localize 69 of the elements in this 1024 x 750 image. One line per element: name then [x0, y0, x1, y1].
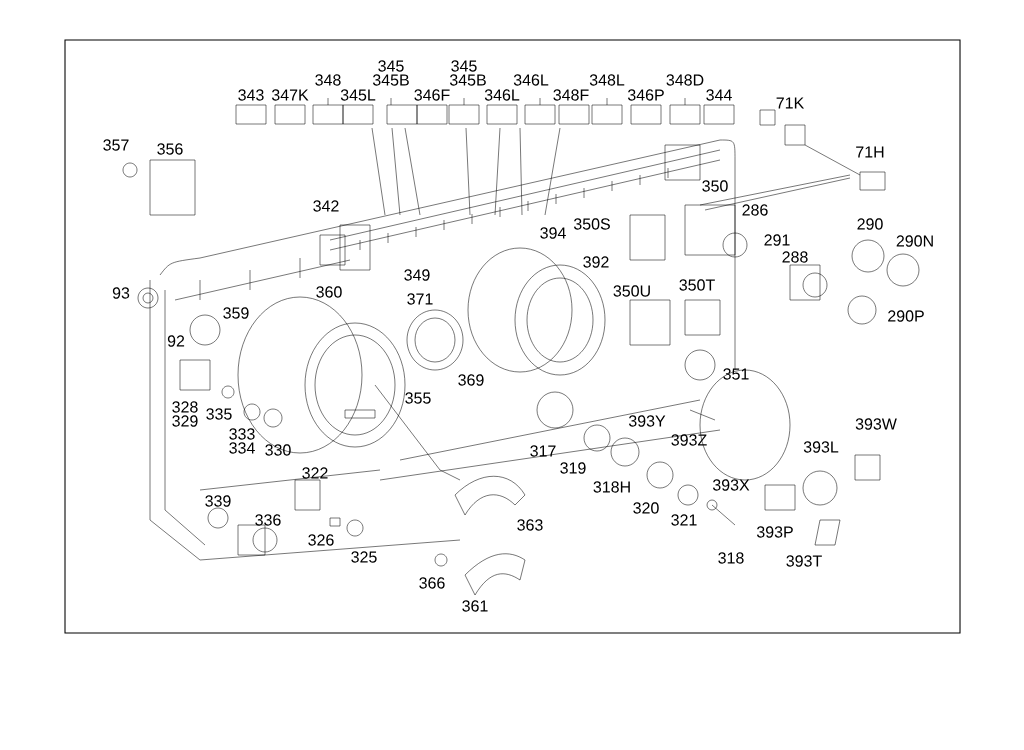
callout-number: 345B [449, 74, 486, 86]
callout-number: 291 [764, 234, 790, 246]
callout-number: 335 [206, 408, 232, 420]
callout-number: 369 [458, 374, 484, 386]
callout-number: 346P [627, 89, 664, 101]
callout-number: 348F [553, 89, 589, 101]
callout-number: 345 [451, 60, 477, 72]
callout-number: 286 [742, 204, 768, 216]
callout-number: 394 [540, 227, 566, 239]
callout-number: 322 [302, 467, 328, 479]
callout-number: 318 [718, 552, 744, 564]
callout-number: 393T [786, 555, 822, 567]
callout-number: 366 [419, 577, 445, 589]
callout-number: 290N [896, 235, 933, 247]
callout-number: 343 [238, 89, 264, 101]
callout-number: 71K [776, 97, 805, 109]
callout-number: 339 [205, 495, 231, 507]
callout-number: 346L [484, 89, 520, 101]
callout-number: 336 [255, 514, 281, 526]
callout-number: 318H [593, 481, 630, 493]
callout-number: 348 [315, 74, 341, 86]
callout-number: 350S [573, 218, 610, 230]
callout-number: 93 [112, 287, 130, 299]
callout-number: 317 [530, 445, 556, 457]
callout-number: 346L [513, 74, 549, 86]
callout-number: 330 [265, 444, 291, 456]
callout-number: 348D [666, 74, 704, 86]
callout-number: 359 [223, 307, 249, 319]
callout-number: 345L [340, 89, 376, 101]
callout-number: 345 [378, 60, 404, 72]
callout-number: 342 [313, 200, 339, 212]
callout-number: 393P [756, 526, 793, 538]
callout-number: 347K [271, 89, 309, 101]
callout-number: 350 [702, 180, 728, 192]
callout-number: 92 [167, 335, 185, 347]
callout-number: 355 [405, 392, 431, 404]
callout-number: 371 [407, 293, 433, 305]
callout-number: 319 [560, 462, 586, 474]
callout-number: 344 [706, 89, 732, 101]
callout-number: 326 [308, 534, 334, 546]
callout-number: 393X [712, 479, 750, 491]
callout-number: 349 [404, 269, 430, 281]
callout-number: 329 [172, 415, 198, 427]
callout-number: 328 [172, 401, 198, 413]
callout-number: 348L [589, 74, 625, 86]
callout-number: 361 [462, 600, 488, 612]
callout-number: 393W [855, 418, 897, 430]
callout-number: 350U [613, 285, 650, 297]
callout-number: 325 [351, 551, 377, 563]
callout-number: 346F [414, 89, 450, 101]
callout-number: 351 [723, 368, 749, 380]
callout-number: 393Z [671, 434, 707, 446]
callout-number: 320 [633, 502, 659, 514]
callout-number: 333 [229, 428, 255, 440]
callout-number: 393Y [628, 415, 666, 427]
callout-number: 288 [782, 251, 808, 263]
callout-number: 393L [803, 441, 839, 453]
callout-number: 350T [679, 279, 715, 291]
callout-number: 321 [671, 514, 697, 526]
callout-number: 356 [157, 143, 183, 155]
callout-number: 290P [888, 310, 924, 322]
callout-number: 360 [316, 286, 342, 298]
callout-number: 334 [229, 442, 255, 454]
callout-number: 290 [857, 218, 883, 230]
callout-number: 71H [856, 146, 884, 158]
callout-number: 363 [517, 519, 543, 531]
callout-number: 392 [583, 256, 609, 268]
callout-number: 345B [372, 74, 409, 86]
callout-number: 357 [103, 139, 129, 151]
